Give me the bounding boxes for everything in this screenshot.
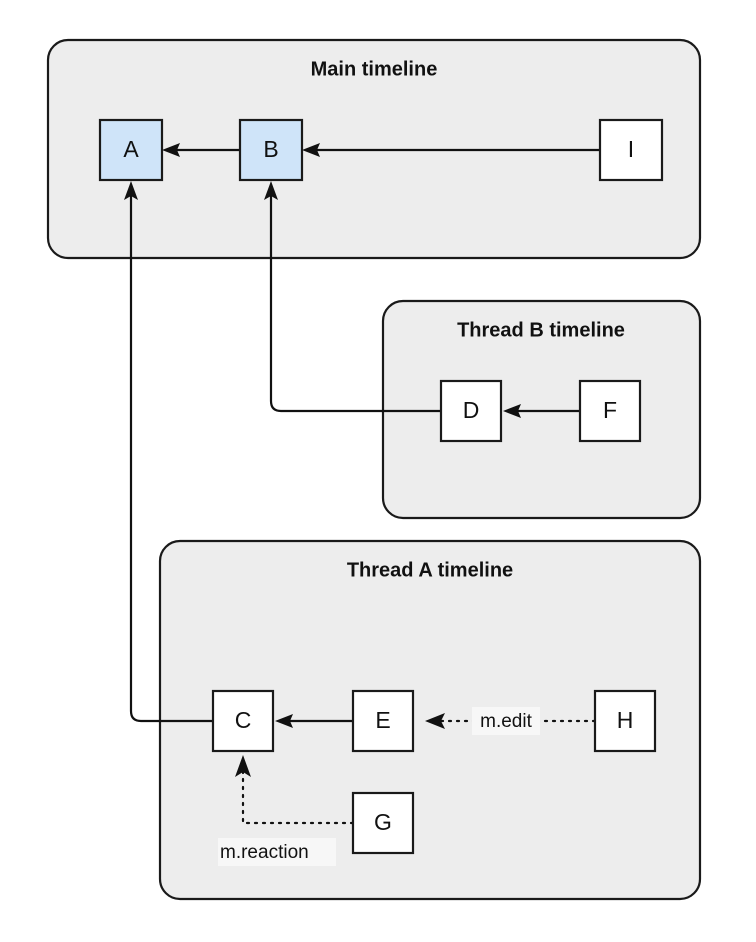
node-h[interactable]: H (593, 689, 657, 753)
edge-g-to-c-label: m.reaction (220, 842, 309, 863)
node-h-label: H (617, 707, 634, 733)
node-b-label: B (263, 136, 278, 162)
node-c-label: C (235, 707, 252, 733)
edge-e-to-c-arrowhead (275, 714, 293, 728)
edge-b-to-a-arrowhead (162, 143, 180, 157)
edge-h-to-e-label-bg (472, 707, 540, 735)
edge-g-to-c-label-bg (218, 838, 336, 866)
container-thread-b-timeline-shape (381, 299, 702, 520)
node-i-box (598, 118, 664, 182)
node-g-label: G (374, 809, 392, 835)
edge-g-to-c-line (241, 768, 355, 825)
node-d[interactable]: D (439, 379, 503, 443)
edge-i-to-b (302, 143, 600, 157)
container-main-timeline-title: Main timeline (311, 58, 438, 80)
edge-c-to-a-arrowhead (124, 181, 138, 200)
node-f[interactable]: F (578, 379, 642, 443)
node-a[interactable]: A (98, 118, 164, 182)
node-h-box (593, 689, 657, 753)
node-e-label: E (375, 707, 390, 733)
edge-c-to-a (124, 181, 213, 723)
edge-h-to-e: m.edit (425, 707, 597, 735)
edge-f-to-d (503, 404, 580, 418)
edge-d-to-b-arrowhead (264, 181, 278, 200)
node-d-label: D (463, 397, 480, 423)
edge-i-to-b-arrowhead (302, 143, 320, 157)
edge-g-to-c-arrowhead (235, 755, 251, 777)
node-i-label: I (628, 136, 634, 162)
edge-g-to-c: m.reaction (218, 755, 355, 866)
node-a-box (98, 118, 164, 182)
node-g-box (351, 791, 415, 855)
node-g[interactable]: G (351, 791, 415, 855)
node-b[interactable]: B (238, 118, 304, 182)
node-f-label: F (603, 397, 617, 423)
edge-c-to-a-line (129, 192, 213, 723)
node-f-box (578, 379, 642, 443)
container-thread-b-timeline[interactable]: Thread B timeline (381, 299, 702, 520)
edge-b-to-a (162, 143, 240, 157)
node-c-box (211, 689, 275, 753)
edge-d-to-b-line (269, 192, 441, 413)
edge-h-to-e-label: m.edit (480, 711, 532, 732)
container-thread-a-timeline-title: Thread A timeline (347, 559, 513, 581)
edge-e-to-c (275, 714, 353, 728)
node-a-label: A (123, 136, 139, 162)
node-b-box (238, 118, 304, 182)
container-thread-b-timeline-title: Thread B timeline (457, 319, 625, 341)
node-d-box (439, 379, 503, 443)
node-e-box (351, 689, 415, 753)
edge-d-to-b (264, 181, 441, 413)
node-c[interactable]: C (211, 689, 275, 753)
node-e[interactable]: E (351, 689, 415, 753)
node-i[interactable]: I (598, 118, 664, 182)
edge-f-to-d-arrowhead (503, 404, 521, 418)
edge-h-to-e-arrowhead (425, 713, 445, 729)
